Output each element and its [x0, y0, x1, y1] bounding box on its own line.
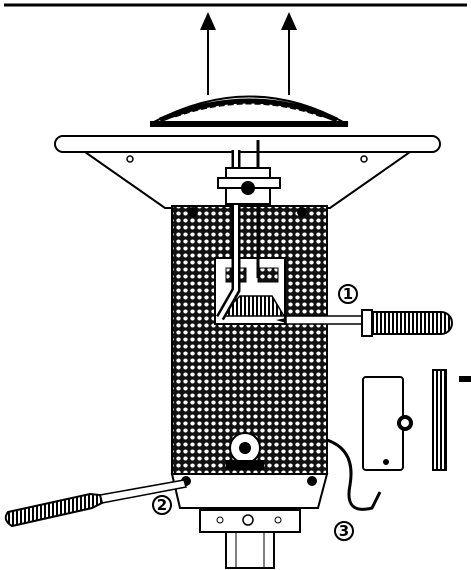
- callout-3-label: 3: [339, 522, 349, 540]
- element-strip: [432, 369, 471, 471]
- airflow-arrows: [200, 12, 297, 95]
- callout-3: 3: [334, 521, 354, 541]
- callout-1-label: 1: [343, 285, 353, 303]
- callout-2-label: 2: [157, 496, 167, 514]
- callout-2: 2: [152, 495, 172, 515]
- callout-1: 1: [338, 284, 358, 304]
- bottom-housing: [170, 473, 329, 569]
- lower-knob: [226, 432, 264, 470]
- sensor-wire: [326, 438, 382, 511]
- screwdriver-1: [276, 309, 453, 337]
- vent-cap: [150, 95, 349, 127]
- heater-cylinder: [171, 205, 328, 475]
- screwdriver-2: [4, 479, 187, 528]
- control-box: [362, 376, 413, 471]
- burner-tube: [216, 140, 281, 321]
